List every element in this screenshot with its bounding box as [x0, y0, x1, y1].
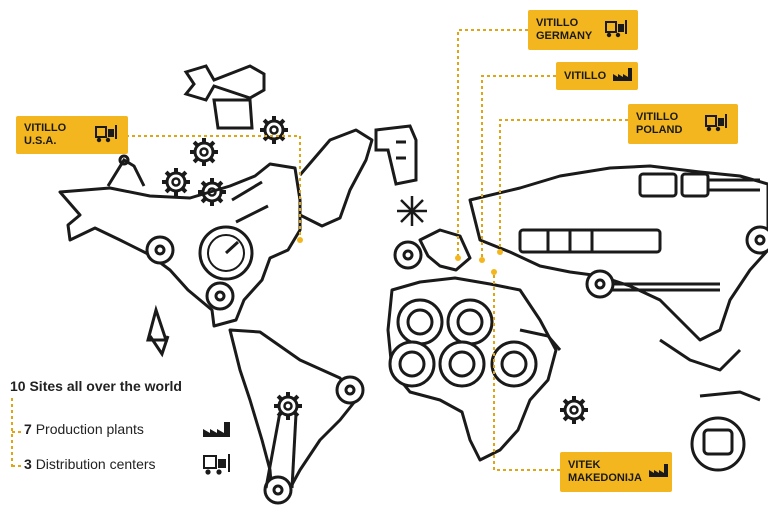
tag-label: VITILLO: [564, 69, 607, 82]
forklift-icon: [202, 452, 234, 481]
legend-production-row: 7 Production plants: [24, 421, 144, 437]
rocket: [146, 304, 170, 358]
legend-title-number: 10: [10, 378, 26, 394]
pressure-gauge: [198, 225, 254, 281]
robot-arm: [106, 154, 146, 187]
connector-lines: [11, 29, 628, 471]
factory-icon: [612, 66, 634, 86]
legend-title-text: Sites all over the world: [29, 378, 182, 394]
legend-production-text: Production plants: [35, 421, 144, 437]
legend-distribution-number: 3: [24, 456, 32, 472]
legend-production-number: 7: [24, 421, 32, 437]
forklift-icon: [704, 112, 730, 136]
wrench-fist: [183, 64, 266, 130]
europe-africa-outline: [386, 228, 562, 462]
snowflake-icon: [397, 196, 427, 226]
location-markers: [297, 237, 503, 275]
legend-distribution-row: 3 Distribution centers: [24, 456, 156, 472]
tag-vitillo[interactable]: VITILLO: [556, 62, 638, 90]
north-america-outline: [58, 128, 374, 328]
diving-helmet: [690, 416, 746, 472]
forklift-icon: [604, 18, 630, 42]
belt-lines: [264, 282, 720, 489]
africa-rolls: [388, 298, 538, 388]
greenland-pipe: [374, 124, 418, 186]
factory-icon: [648, 462, 670, 482]
asia-outline: [468, 164, 768, 402]
factory-icon: [202, 420, 232, 443]
forklift-icon: [94, 123, 120, 147]
legend-distribution-text: Distribution centers: [35, 456, 156, 472]
pipe-fittings: [518, 172, 760, 254]
legend-title: 10 Sites all over the world: [10, 378, 182, 394]
south-america-outline: [228, 328, 358, 498]
